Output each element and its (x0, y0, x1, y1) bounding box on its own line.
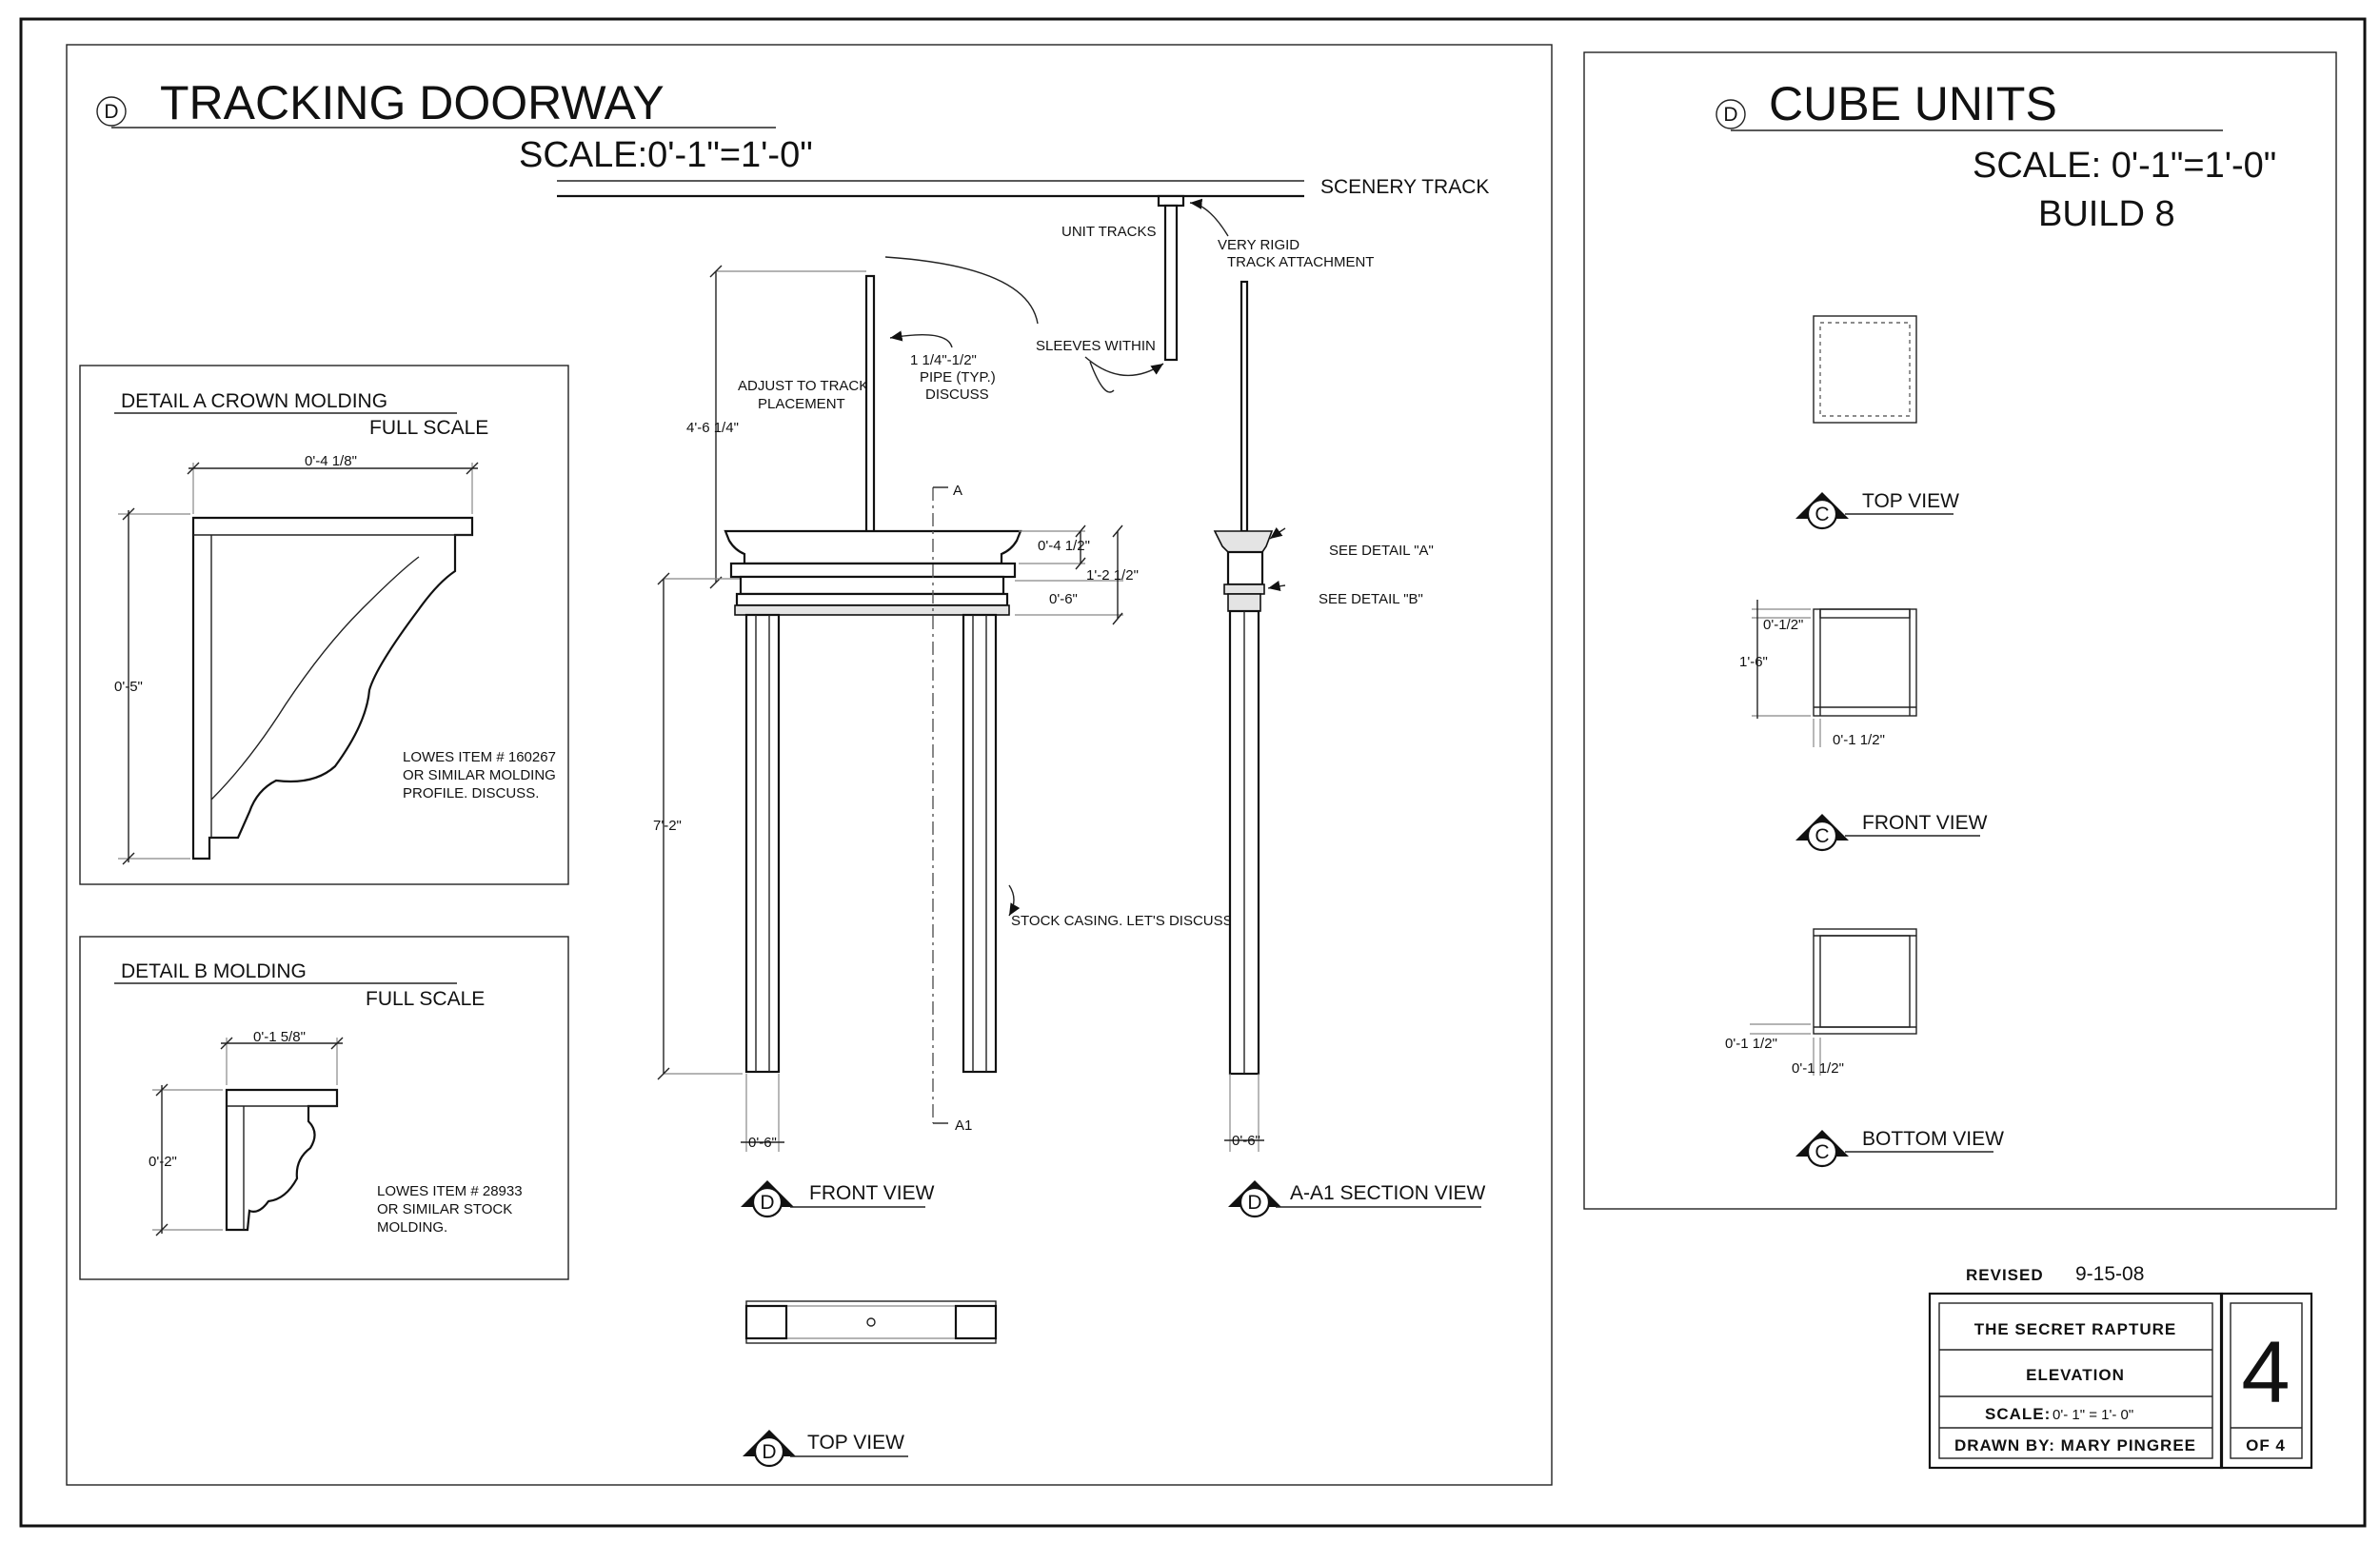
stock-casing-note: STOCK CASING. LET'S DISCUSS. (1011, 913, 1237, 929)
cube-front-view: 0'-1/2" 1'-6" 0'-1 1/2" (1739, 600, 1917, 748)
cube-scale: SCALE: 0'-1"=1'-0" (1973, 146, 2276, 186)
revised-label: REVISED (1966, 1266, 2044, 1284)
cube-bottom-view: 0'-1 1/2" 0'-1 1/2" (1725, 928, 1917, 1077)
cube-bottom-view-label: BOTTOM VIEW (1862, 1128, 2004, 1150)
pipe-note-line1: 1 1/4"-1/2" (910, 352, 977, 368)
detail-a-dim-width: 0'-4 1/8" (305, 453, 357, 469)
section-view-callout: D A-A1 SECTION VIEW (1228, 1180, 1486, 1218)
dim-height-main-label: 7'-2" (653, 818, 682, 834)
doorway-marker: D (104, 101, 118, 123)
dim-height-main: 7'-2" (653, 572, 743, 1080)
cube-title: CUBE UNITS (1769, 77, 2057, 130)
section-a-label: A (953, 483, 962, 499)
dim-crown-label: 0'-4 1/2" (1038, 538, 1090, 554)
sheet-border (19, 17, 2367, 1528)
dim-leg-width-label: 0'-6" (748, 1135, 777, 1151)
cube-dim-front-height: 1'-6" (1739, 654, 1768, 670)
cube-front-view-label: FRONT VIEW (1862, 812, 1988, 834)
cube-bottom-marker: C (1815, 1141, 1829, 1163)
see-detail-b: SEE DETAIL "B" (1319, 591, 1423, 607)
pipe-note-line2: PIPE (TYP.) (920, 369, 996, 386)
detail-b-title: DETAIL B MOLDING (121, 960, 307, 982)
top-view-callout: D TOP VIEW (743, 1430, 908, 1468)
dim-section-width-label: 0'-6" (1232, 1133, 1260, 1149)
cube-build: BUILD 8 (2038, 194, 2175, 234)
front-view-right-dims: 0'-4 1/2" 1'-2 1/2" 0'-6" (1015, 524, 1139, 625)
doorway-panel-border (66, 44, 1553, 1486)
cube-dim-front-bottom: 0'-1 1/2" (1833, 732, 1885, 748)
title-block-show: THE SECRET RAPTURE (1974, 1320, 2177, 1338)
cube-dim-front-top: 0'-1/2" (1763, 617, 1803, 633)
very-rigid-label: VERY RIGID (1218, 237, 1299, 253)
cube-dim-bottom-below: 0'-1 1/2" (1792, 1060, 1844, 1077)
unit-tracks-label: UNIT TRACKS (1061, 224, 1156, 240)
doorway-header: D TRACKING DOORWAY SCALE:0'-1"=1'-0" (96, 76, 813, 175)
track-attachment-label: TRACK ATTACHMENT (1227, 254, 1374, 270)
detail-a-dim-height: 0'-5" (114, 679, 143, 695)
front-view-head (724, 529, 1022, 616)
cube-panel-border (1583, 51, 2337, 1210)
scenery-track-label: SCENERY TRACK (1320, 176, 1489, 198)
cube-top-callout: C TOP VIEW (1795, 490, 1959, 530)
dim-casing-top-label: 0'-6" (1049, 591, 1078, 607)
dim-height-top: 4'-6 1/4" (686, 265, 866, 589)
adjust-note-line2: PLACEMENT (758, 396, 845, 412)
sheet-of: OF 4 (2246, 1436, 2286, 1454)
detail-b-panel: DETAIL B MOLDING FULL SCALE 0'-1 5/8" 0'… (79, 936, 569, 1280)
title-block-scale-value: 0'- 1" = 1'- 0" (2053, 1407, 2133, 1423)
detail-a-scale: FULL SCALE (369, 417, 488, 439)
doorway-title: TRACKING DOORWAY (160, 76, 664, 129)
doorway-scale: SCALE:0'-1"=1'-0" (519, 135, 813, 175)
see-detail-a: SEE DETAIL "A" (1329, 543, 1434, 559)
cube-header: D CUBE UNITS SCALE: 0'-1"=1'-0" BUILD 8 (1716, 77, 2276, 234)
detail-a-title: DETAIL A CROWN MOLDING (121, 390, 387, 412)
front-view-marker: D (760, 1192, 774, 1214)
sleeves-within-label: SLEEVES WITHIN (1036, 338, 1156, 354)
scenery-track: SCENERY TRACK UNIT TRACKS VERY RIGID TRA… (557, 176, 1489, 393)
cube-marker: D (1723, 104, 1737, 126)
front-view-label: FRONT VIEW (809, 1182, 935, 1204)
doorway-top-view (744, 1300, 998, 1344)
section-a1-label: A1 (955, 1118, 972, 1134)
title-block: REVISED 9-15-08 THE SECRET RAPTURE ELEVA… (1928, 1263, 2313, 1470)
detail-a-note-line1: LOWES ITEM # 160267 (403, 749, 556, 765)
title-block-drawn-by: DRAWN BY: MARY PINGREE (1954, 1436, 2196, 1454)
cube-front-callout: C FRONT VIEW (1795, 812, 1988, 852)
front-view-legs (744, 613, 998, 1074)
detail-b-dim-height: 0'-2" (149, 1154, 177, 1170)
title-block-scale-label: SCALE: (1985, 1405, 2051, 1423)
detail-b-scale: FULL SCALE (366, 988, 485, 1010)
dim-height-top-label: 4'-6 1/4" (686, 420, 739, 436)
cube-top-view-label: TOP VIEW (1862, 490, 1959, 512)
detail-b-note-line2: OR SIMILAR STOCK (377, 1201, 512, 1217)
cube-front-marker: C (1815, 825, 1829, 847)
detail-b-note-line3: MOLDING. (377, 1219, 447, 1236)
top-view-marker: D (762, 1441, 776, 1463)
dim-head-label: 1'-2 1/2" (1086, 567, 1139, 584)
detail-a-panel: DETAIL A CROWN MOLDING FULL SCALE 0'-4 1… (79, 365, 569, 885)
top-view-label: TOP VIEW (807, 1432, 904, 1454)
pipe-note-line3: DISCUSS (925, 386, 989, 403)
adjust-note-line1: ADJUST TO TRACK (738, 378, 868, 394)
detail-b-dim-width: 0'-1 5/8" (253, 1029, 306, 1045)
sheet-number: 4 (2241, 1324, 2290, 1421)
detail-a-note-line3: PROFILE. DISCUSS. (403, 785, 539, 801)
title-block-sheet-type: ELEVATION (2026, 1366, 2125, 1384)
section-view: SEE DETAIL "A" SEE DETAIL "B" 0'-6" (1213, 280, 1434, 1152)
detail-a-note-line2: OR SIMILAR MOLDING (403, 767, 556, 783)
revised-date: 9-15-08 (2075, 1263, 2144, 1285)
cube-bottom-callout: C BOTTOM VIEW (1795, 1128, 2004, 1168)
cube-top-view (1813, 315, 1917, 424)
section-view-marker: D (1247, 1192, 1261, 1214)
section-view-label: A-A1 SECTION VIEW (1290, 1182, 1486, 1204)
dim-leg-width: 0'-6" (741, 1074, 784, 1152)
cube-dim-bottom-left: 0'-1 1/2" (1725, 1036, 1777, 1052)
detail-b-note-line1: LOWES ITEM # 28933 (377, 1183, 523, 1199)
cube-top-marker: C (1815, 504, 1829, 525)
front-view-callout: D FRONT VIEW (741, 1180, 935, 1218)
